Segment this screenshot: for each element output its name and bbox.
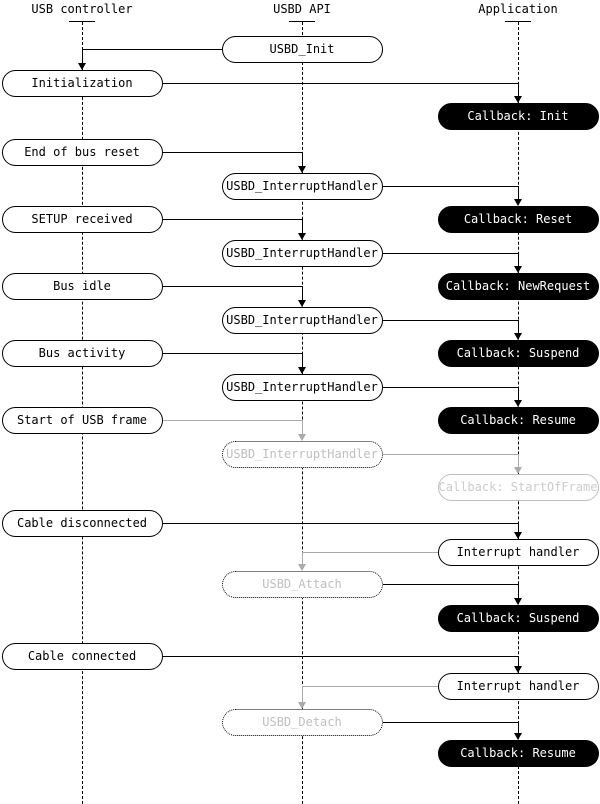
edge-e18-vertical xyxy=(518,722,519,734)
edge-e13-vertical xyxy=(518,523,519,533)
edge-e4-arrowhead xyxy=(514,198,522,206)
edge-e8-arrowhead xyxy=(514,332,522,340)
node-cable-disconnected: Cable disconnected xyxy=(1,509,163,537)
edge-e6-horizontal xyxy=(382,253,518,254)
node-bus-activity: Bus activity xyxy=(1,339,163,367)
edge-e15-arrowhead xyxy=(514,597,522,605)
edge-e18-arrowhead xyxy=(514,732,522,740)
node-callback-startofframe: Callback: StartOfFrame xyxy=(437,473,599,501)
node-usbd-attach: USBD_Attach xyxy=(221,570,383,598)
lane-header-application: Application xyxy=(478,2,558,16)
edge-e9-arrowhead xyxy=(298,366,306,374)
edge-e12-horizontal xyxy=(382,454,518,455)
edge-e2-horizontal xyxy=(162,83,518,84)
edge-e3-arrowhead xyxy=(298,165,306,173)
node-callback-resume-2: Callback: Resume xyxy=(437,739,599,767)
node-end-of-bus-reset: End of bus reset xyxy=(1,138,163,166)
edge-e7-arrowhead xyxy=(298,299,306,307)
lifeline-usbd-api xyxy=(302,22,303,804)
node-callback-newrequest: Callback: NewRequest xyxy=(437,272,599,300)
edge-e11-vertical xyxy=(302,420,303,435)
lane-tick-usb-controller xyxy=(69,21,95,22)
edge-e7-horizontal xyxy=(162,286,302,287)
edge-e4-horizontal xyxy=(382,186,518,187)
edge-e1-arrowhead xyxy=(78,62,86,70)
edge-e1-horizontal xyxy=(82,49,222,50)
edge-e14-arrowhead xyxy=(298,563,306,571)
lane-tick-usbd-api xyxy=(289,21,315,22)
edge-e17-horizontal xyxy=(302,686,438,687)
edge-e1-vertical xyxy=(82,49,83,64)
edge-e9-vertical xyxy=(302,353,303,368)
edge-e14-vertical xyxy=(302,552,303,565)
edge-e11-arrowhead xyxy=(298,433,306,441)
edge-e5-vertical xyxy=(302,219,303,234)
node-callback-resume-1: Callback: Resume xyxy=(437,406,599,434)
node-isr-1: USBD_InterruptHandler xyxy=(221,172,383,200)
node-isr-2: USBD_InterruptHandler xyxy=(221,239,383,267)
edge-e8-vertical xyxy=(518,320,519,334)
edge-e16-vertical xyxy=(518,656,519,667)
node-callback-init: Callback: Init xyxy=(437,102,599,130)
edge-e13-horizontal xyxy=(162,523,518,524)
edge-e15-horizontal xyxy=(382,584,518,585)
edge-e4-vertical xyxy=(518,186,519,200)
node-start-of-usb-frame: Start of USB frame xyxy=(1,406,163,434)
edge-e6-vertical xyxy=(518,253,519,267)
lane-header-usbd-api: USBD API xyxy=(273,2,331,16)
lane-tick-application xyxy=(505,21,531,22)
edge-e3-horizontal xyxy=(162,152,302,153)
edge-e3-vertical xyxy=(302,152,303,167)
node-isr-5: USBD_InterruptHandler xyxy=(221,440,383,468)
lane-header-usb-controller: USB controller xyxy=(31,2,133,16)
edge-e13-arrowhead xyxy=(514,531,522,539)
edge-e9-horizontal xyxy=(162,353,302,354)
edge-e16-arrowhead xyxy=(514,665,522,673)
node-usbd-init: USBD_Init xyxy=(221,35,383,63)
edge-e7-vertical xyxy=(302,286,303,301)
edge-e8-horizontal xyxy=(382,320,518,321)
edge-e17-vertical xyxy=(302,686,303,703)
edge-e5-horizontal xyxy=(162,219,302,220)
node-interrupt-handler-1: Interrupt handler xyxy=(437,538,599,566)
edge-e10-arrowhead xyxy=(514,399,522,407)
edge-e15-vertical xyxy=(518,584,519,599)
edge-e17-arrowhead xyxy=(298,701,306,709)
node-usbd-detach: USBD_Detach xyxy=(221,708,383,736)
edge-e5-arrowhead xyxy=(298,232,306,240)
node-setup-received: SETUP received xyxy=(1,205,163,233)
node-callback-suspend-1: Callback: Suspend xyxy=(437,339,599,367)
edge-e10-horizontal xyxy=(382,387,518,388)
edge-e14-horizontal xyxy=(302,552,438,553)
node-callback-suspend-2: Callback: Suspend xyxy=(437,604,599,632)
node-initialization: Initialization xyxy=(1,69,163,97)
node-callback-reset: Callback: Reset xyxy=(437,205,599,233)
node-interrupt-handler-2: Interrupt handler xyxy=(437,672,599,700)
edge-e6-arrowhead xyxy=(514,265,522,273)
edge-e12-arrowhead xyxy=(514,466,522,474)
edge-e10-vertical xyxy=(518,387,519,401)
edge-e16-horizontal xyxy=(162,656,518,657)
edge-e12-vertical xyxy=(518,454,519,468)
node-bus-idle: Bus idle xyxy=(1,272,163,300)
node-cable-connected: Cable connected xyxy=(1,642,163,670)
node-isr-3: USBD_InterruptHandler xyxy=(221,306,383,334)
edge-e2-arrowhead xyxy=(514,95,522,103)
edge-e2-vertical xyxy=(518,83,519,97)
edge-e11-horizontal xyxy=(162,420,302,421)
node-isr-4: USBD_InterruptHandler xyxy=(221,373,383,401)
edge-e18-horizontal xyxy=(382,722,518,723)
